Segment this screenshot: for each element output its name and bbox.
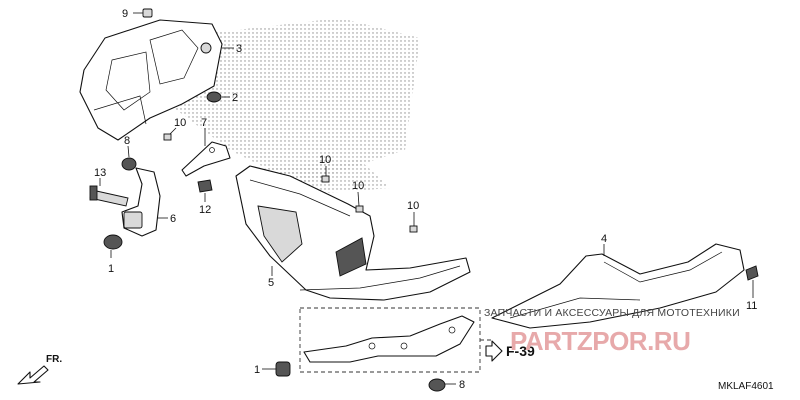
- screw-10-b: [355, 191, 364, 213]
- callout-11: 11: [746, 300, 757, 312]
- diagram-code: MKLAF4601: [718, 381, 774, 392]
- bolt-13: [89, 185, 129, 207]
- callout-2: 2: [232, 92, 238, 104]
- callout-13: 13: [94, 167, 106, 179]
- callout-5: 5: [268, 277, 274, 289]
- bracket-7: [181, 128, 231, 177]
- grommet-1-left: [103, 234, 123, 258]
- upper-inner-panel: [79, 19, 223, 141]
- screw-11: [745, 265, 759, 298]
- front-direction-arrow: FR.: [17, 354, 62, 385]
- callout-6: 6: [170, 213, 176, 225]
- screw-10-upper: [163, 127, 177, 141]
- grommet-1-lower: [262, 361, 291, 377]
- screw-10-a: [321, 166, 330, 183]
- grommet-8-upper: [121, 145, 137, 171]
- callout-7: 7: [201, 117, 207, 129]
- screw-10-c: [409, 212, 418, 233]
- callout-10-b: 10: [352, 180, 364, 192]
- callout-10-upper: 10: [174, 117, 186, 129]
- watermark-logo: PARTZPOR.RU: [510, 326, 690, 356]
- callouts: 9 3 2 10 7 8 13 6 12 1 10 10 10 5 4 11 1…: [94, 8, 757, 391]
- reference-arrow: F-39: [485, 340, 535, 362]
- watermark: ЗАПЧАСТИ И АКСЕССУАРЫ ДЛЯ МОТОТЕХНИКИ PA…: [484, 307, 740, 356]
- callout-10-c: 10: [407, 200, 419, 212]
- reference-label: F-39: [506, 343, 535, 359]
- lower-cowl-5: [235, 165, 471, 301]
- nut-12: [197, 179, 213, 202]
- callout-10-a: 10: [319, 154, 331, 166]
- screw-9: [133, 8, 153, 18]
- callout-1-left: 1: [108, 263, 114, 275]
- front-marker-label: FR.: [46, 354, 62, 365]
- callout-8-upper: 8: [124, 135, 130, 147]
- watermark-caption: ЗАПЧАСТИ И АКСЕССУАРЫ ДЛЯ МОТОТЕХНИКИ: [484, 307, 740, 319]
- lower-cover-4: [491, 243, 745, 329]
- side-bracket-6: [121, 167, 168, 237]
- grommet-8-lower: [428, 378, 456, 392]
- callout-1-lower: 1: [254, 364, 260, 376]
- callout-4: 4: [601, 233, 607, 245]
- callout-3: 3: [236, 43, 242, 55]
- sub-assembly-frame: [299, 307, 492, 373]
- callout-12: 12: [199, 204, 211, 216]
- callout-8-lower: 8: [459, 379, 465, 391]
- callout-9: 9: [122, 8, 128, 20]
- grommet-2: [206, 91, 230, 103]
